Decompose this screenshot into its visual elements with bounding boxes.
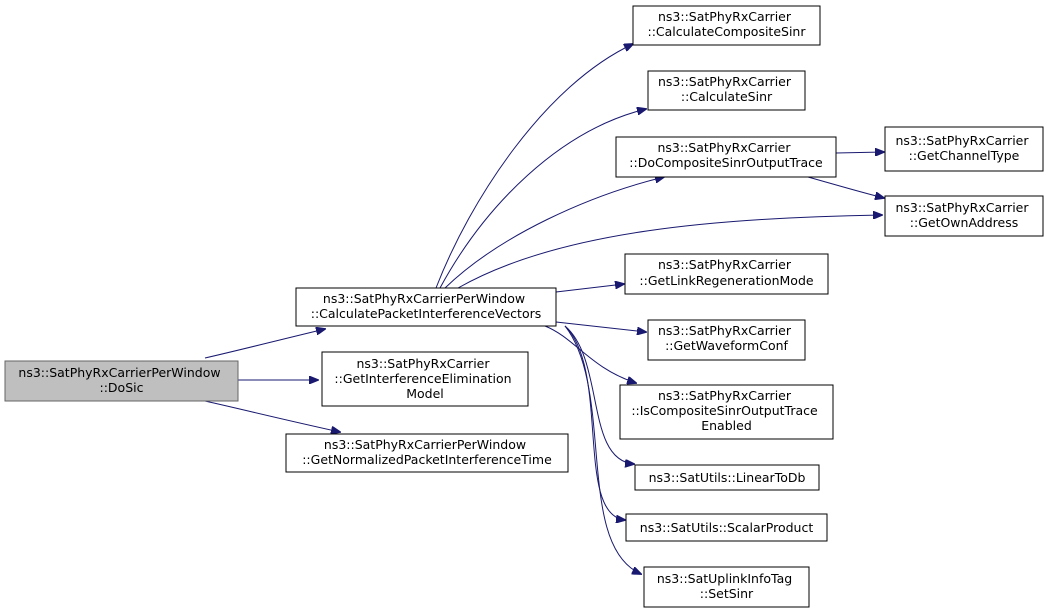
node-getownaddress-box <box>884 195 1044 237</box>
node-getnpit-line-2: ::GetNormalizedPacketInterferenceTime <box>302 452 552 467</box>
node-lineartodb[interactable]: ns3::SatUtils::LinearToDb <box>634 464 820 491</box>
node-docompsinrtrace-line-1: ns3::SatPhyRxCarrier <box>658 140 792 155</box>
node-iscompsinrenabled-line-2: ::IsCompositeSinrOutputTrace <box>631 403 818 418</box>
node-lineartodb-line-1: ns3::SatUtils::LinearToDb <box>649 470 806 485</box>
edge-docompsinrtrace-to-getchanneltype <box>835 152 884 153</box>
node-getiem-box <box>321 351 529 407</box>
node-getlinkregen[interactable]: ns3::SatPhyRxCarrier ::GetLinkRegenerati… <box>624 253 829 295</box>
node-calcpiv-line-1: ns3::SatPhyRxCarrierPerWindow <box>323 291 525 306</box>
node-lineartodb-label: ns3::SatUtils::LinearToDb <box>649 470 806 485</box>
node-calcsinr-label: ns3::SatPhyRxCarrier ::CalculateSinr <box>658 74 795 104</box>
node-calcsinr[interactable]: ns3::SatPhyRxCarrier ::CalculateSinr <box>647 70 806 111</box>
node-calcsinr-box <box>647 70 806 111</box>
edge-calcpiv-to-scalarproduct <box>564 325 625 520</box>
node-calccompsinr-box <box>632 5 821 46</box>
node-calcsinr-line-1: ns3::SatPhyRxCarrier <box>658 74 792 89</box>
node-getiem-line-3: Model <box>406 386 444 401</box>
node-dosic-box <box>4 360 239 402</box>
node-calccompsinr[interactable]: ns3::SatPhyRxCarrier ::CalculateComposit… <box>632 5 821 46</box>
node-docompsinrtrace-label: ns3::SatPhyRxCarrier ::DoCompositeSinrOu… <box>629 140 823 170</box>
node-getwaveformconf-label: ns3::SatPhyRxCarrier ::GetWaveformConf <box>658 323 795 353</box>
edge-docompsinrtrace-to-getownaddress <box>807 176 884 198</box>
node-getiem[interactable]: ns3::SatPhyRxCarrier ::GetInterferenceEl… <box>321 351 529 407</box>
node-getchanneltype-line-2: ::GetChannelType <box>909 148 1020 163</box>
node-getownaddress-line-1: ns3::SatPhyRxCarrier <box>896 200 1030 215</box>
node-calccompsinr-label: ns3::SatPhyRxCarrier ::CalculateComposit… <box>648 9 807 39</box>
node-docompsinrtrace-line-2: ::DoCompositeSinrOutputTrace <box>629 155 823 170</box>
node-iscompsinrenabled-line-1: ns3::SatPhyRxCarrier <box>658 388 792 403</box>
edge-calcpiv-to-iscompsinrenabled <box>544 325 636 383</box>
node-calccompsinr-line-1: ns3::SatPhyRxCarrier <box>658 9 792 24</box>
node-dosic-line-1: ns3::SatPhyRxCarrierPerWindow <box>18 365 220 380</box>
node-getwaveformconf-line-2: ::GetWaveformConf <box>665 338 788 353</box>
node-getchanneltype[interactable]: ns3::SatPhyRxCarrier ::GetChannelType <box>884 126 1044 172</box>
node-calcsinr-line-2: ::CalculateSinr <box>681 89 773 104</box>
node-setsinr[interactable]: ns3::SatUplinkInfoTag ::SetSinr <box>643 566 810 608</box>
edge-calcpiv-to-setsinr <box>564 325 641 574</box>
node-getnpit-box <box>285 433 569 473</box>
node-iscompsinrenabled-line-3: Enabled <box>701 418 752 433</box>
node-getiem-label: ns3::SatPhyRxCarrier ::GetInterferenceEl… <box>334 356 515 401</box>
node-scalarproduct[interactable]: ns3::SatUtils::ScalarProduct <box>625 513 828 542</box>
node-getnpit-label: ns3::SatPhyRxCarrierPerWindow ::GetNorma… <box>302 437 552 467</box>
node-setsinr-label: ns3::SatUplinkInfoTag ::SetSinr <box>657 571 796 601</box>
node-getnpit[interactable]: ns3::SatPhyRxCarrierPerWindow ::GetNorma… <box>285 433 569 473</box>
edge-calcpiv-to-getlinkregen <box>555 284 624 293</box>
node-lineartodb-box <box>634 464 820 491</box>
node-getwaveformconf[interactable]: ns3::SatPhyRxCarrier ::GetWaveformConf <box>647 319 806 361</box>
node-dosic[interactable]: ns3::SatPhyRxCarrierPerWindow ::DoSic <box>4 360 239 402</box>
node-getownaddress-line-2: ::GetOwnAddress <box>910 215 1018 230</box>
node-setsinr-box <box>643 566 810 608</box>
node-getiem-line-1: ns3::SatPhyRxCarrier <box>357 356 491 371</box>
node-getlinkregen-label: ns3::SatPhyRxCarrier ::GetLinkRegenerati… <box>639 257 813 288</box>
node-setsinr-line-2: ::SetSinr <box>700 586 754 601</box>
node-getchanneltype-line-1: ns3::SatPhyRxCarrier <box>896 133 1030 148</box>
node-calcpiv-line-2: ::CalculatePacketInterferenceVectors <box>311 306 542 321</box>
node-getlinkregen-line-1: ns3::SatPhyRxCarrier <box>658 257 792 272</box>
node-calccompsinr-line-2: ::CalculateCompositeSinr <box>648 24 807 39</box>
edge-calcpiv-to-docompsinrtrace <box>444 177 664 289</box>
edges <box>204 44 884 574</box>
node-setsinr-line-1: ns3::SatUplinkInfoTag <box>657 571 792 586</box>
edge-dosic-to-getnpit <box>204 400 340 432</box>
node-getownaddress[interactable]: ns3::SatPhyRxCarrier ::GetOwnAddress <box>884 195 1044 237</box>
node-getownaddress-label: ns3::SatPhyRxCarrier ::GetOwnAddress <box>896 200 1033 230</box>
node-getchanneltype-box <box>884 126 1044 172</box>
node-dosic-line-2: ::DoSic <box>100 380 144 395</box>
edge-calcpiv-to-calcsinr <box>439 109 646 289</box>
edge-calcpiv-to-getownaddress <box>457 215 882 289</box>
node-scalarproduct-line-1: ns3::SatUtils::ScalarProduct <box>640 520 814 535</box>
node-getnpit-line-1: ns3::SatPhyRxCarrierPerWindow <box>324 437 526 452</box>
node-getiem-line-2: ::GetInterferenceElimination <box>334 371 511 386</box>
node-getwaveformconf-line-1: ns3::SatPhyRxCarrier <box>658 323 792 338</box>
node-getlinkregen-box <box>624 253 829 295</box>
edge-calcpiv-to-calccompsinr <box>435 44 633 289</box>
node-iscompsinrenabled-box <box>619 384 834 440</box>
node-getlinkregen-line-2: ::GetLinkRegenerationMode <box>639 273 813 288</box>
node-getchanneltype-label: ns3::SatPhyRxCarrier ::GetChannelType <box>896 133 1033 163</box>
node-iscompsinrenabled[interactable]: ns3::SatPhyRxCarrier ::IsCompositeSinrOu… <box>619 384 834 440</box>
edge-calcpiv-to-lineartodb <box>564 325 634 464</box>
node-getwaveformconf-box <box>647 319 806 361</box>
edge-calcpiv-to-getwaveformconf <box>555 321 646 332</box>
node-docompsinrtrace-box <box>615 136 837 178</box>
node-calcpiv-box <box>295 287 557 327</box>
node-scalarproduct-box <box>625 513 828 542</box>
node-iscompsinrenabled-label: ns3::SatPhyRxCarrier ::IsCompositeSinrOu… <box>631 388 821 433</box>
node-docompsinrtrace[interactable]: ns3::SatPhyRxCarrier ::DoCompositeSinrOu… <box>615 136 837 178</box>
edge-dosic-to-calcpiv <box>204 329 325 359</box>
node-scalarproduct-label: ns3::SatUtils::ScalarProduct <box>640 520 814 535</box>
node-calcpiv[interactable]: ns3::SatPhyRxCarrierPerWindow ::Calculat… <box>295 287 557 327</box>
node-calcpiv-label: ns3::SatPhyRxCarrierPerWindow ::Calculat… <box>311 291 542 321</box>
node-dosic-label: ns3::SatPhyRxCarrierPerWindow ::DoSic <box>18 365 224 395</box>
